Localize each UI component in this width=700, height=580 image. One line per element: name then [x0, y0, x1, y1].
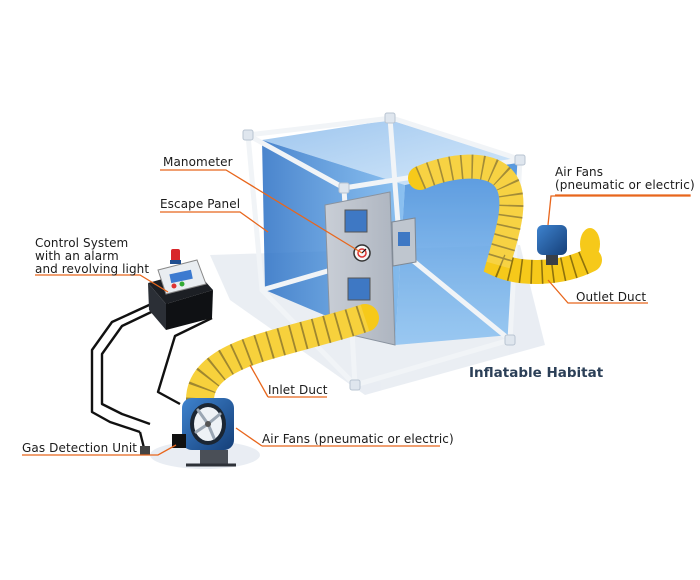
label-manometer: Manometer	[163, 155, 233, 169]
cable-run	[90, 298, 213, 453]
label-air-fans-top-line1: Air Fans	[555, 165, 604, 179]
gas-detection-unit	[140, 434, 186, 455]
label-inflatable-habitat: Inflatable Habitat	[469, 365, 604, 381]
leader-lines	[22, 169, 691, 456]
habitat-door	[324, 191, 417, 346]
label-air-fans-bottom: Air Fans (pneumatic or electric)	[262, 432, 454, 446]
label-gas-detection-unit: Gas Detection Unit	[22, 441, 138, 455]
air-fan-right	[537, 225, 600, 265]
outlet-duct	[408, 154, 602, 284]
label-control-system-line1: Control System	[35, 236, 129, 250]
label-outlet-duct: Outlet Duct	[576, 290, 647, 304]
air-fan-bottom	[182, 398, 236, 467]
label-escape-panel: Escape Panel	[160, 197, 241, 211]
label-control-system-line3: and revolving light	[35, 262, 150, 276]
frame-connectors	[242, 112, 526, 391]
inlet-duct	[186, 304, 379, 414]
control-system	[148, 249, 213, 330]
label-inlet-duct: Inlet Duct	[268, 383, 328, 397]
label-control-system-line2: with an alarm	[35, 249, 119, 263]
label-air-fans-top-line2: (pneumatic or electric)	[555, 178, 695, 192]
